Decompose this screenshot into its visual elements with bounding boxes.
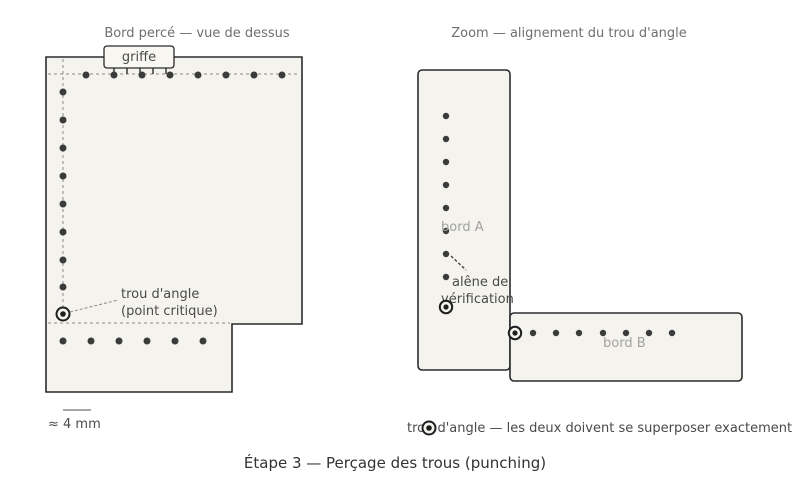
hole xyxy=(59,283,67,291)
scale-label: ≈ 4 mm xyxy=(48,417,101,432)
edge-b-label: bord B xyxy=(603,336,646,351)
edge-b-strip xyxy=(509,312,743,382)
edge-a-holes xyxy=(442,112,450,281)
edge-b-holes xyxy=(529,329,676,337)
hole xyxy=(143,337,151,345)
edge-a-corner-hole xyxy=(438,299,454,315)
hole xyxy=(278,71,286,79)
edge-a-strip xyxy=(417,69,511,371)
hole xyxy=(442,250,450,258)
corner-callout-line xyxy=(69,299,119,313)
hole xyxy=(82,71,90,79)
claw-label: griffe xyxy=(122,50,156,65)
legend-text: trou d'angle — les deux doivent se super… xyxy=(407,421,792,436)
hole xyxy=(115,337,123,345)
hole xyxy=(59,172,67,180)
edge-a-label: bord A xyxy=(441,220,484,235)
hole xyxy=(599,329,607,337)
hole xyxy=(87,337,95,345)
hole xyxy=(59,256,67,264)
leather-piece xyxy=(45,56,303,393)
hole xyxy=(194,71,202,79)
hole xyxy=(442,273,450,281)
hole xyxy=(442,227,450,235)
legend-corner-hole-icon xyxy=(421,420,437,436)
left-panel: Bord percé — vue de dessus griffe xyxy=(45,26,303,432)
hole xyxy=(442,135,450,143)
hole xyxy=(138,71,146,79)
bottom-hole-row xyxy=(59,337,207,345)
hole xyxy=(250,71,258,79)
hole xyxy=(171,337,179,345)
corner-label-line2: (point critique) xyxy=(121,304,218,319)
hole xyxy=(442,158,450,166)
hole xyxy=(199,337,207,345)
hole xyxy=(59,144,67,152)
hole xyxy=(552,329,560,337)
hole xyxy=(645,329,653,337)
right-panel-title: Zoom — alignement du trou d'angle xyxy=(451,26,687,41)
hole xyxy=(622,329,630,337)
top-hole-row xyxy=(82,71,286,79)
hole xyxy=(442,112,450,120)
hole xyxy=(59,200,67,208)
hole xyxy=(59,88,67,96)
hole xyxy=(166,71,174,79)
hole xyxy=(442,181,450,189)
edge-b-corner-hole xyxy=(507,325,523,341)
hole xyxy=(59,116,67,124)
corner-label-line1: trou d'angle xyxy=(121,287,199,302)
hole xyxy=(442,204,450,212)
awl-label-line2: vérification xyxy=(441,292,514,307)
corner-hole-marker xyxy=(55,306,71,322)
left-hole-column xyxy=(59,88,67,291)
hole xyxy=(222,71,230,79)
awl-label-line1: alêne de xyxy=(452,275,508,290)
hole xyxy=(575,329,583,337)
figure-caption: Étape 3 — Perçage des trous (punching) xyxy=(244,453,546,472)
hole xyxy=(110,71,118,79)
right-panel: Zoom — alignement du trou d'angle bord A… xyxy=(407,26,792,436)
hole xyxy=(668,329,676,337)
hole xyxy=(59,228,67,236)
awl-pointer xyxy=(450,255,467,271)
claw-tool: griffe xyxy=(103,45,175,74)
left-panel-title: Bord percé — vue de dessus xyxy=(104,26,290,41)
hole xyxy=(59,337,67,345)
hole xyxy=(529,329,537,337)
